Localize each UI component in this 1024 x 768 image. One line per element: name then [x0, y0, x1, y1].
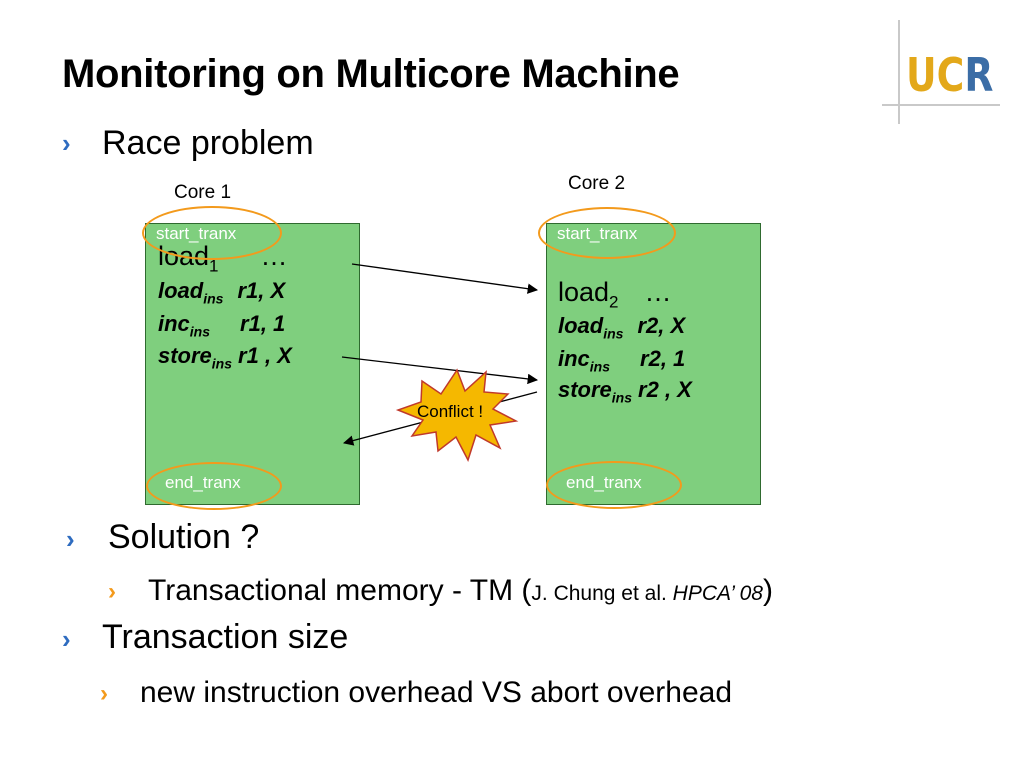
tm-citation-venue: HPCA’ 08 [672, 582, 763, 605]
slide-title: Monitoring on Multicore Machine [62, 52, 680, 96]
bullet-solution: Solution ? [108, 518, 260, 556]
sub-bullet-chevron-icon: › [108, 578, 116, 605]
core1-instr-store: storeins r1 , X [158, 343, 292, 371]
core1-instr-inc-op: inc [158, 311, 190, 336]
core1-instr-inc-args: r1, 1 [240, 311, 286, 336]
logo-divider-vertical [898, 20, 900, 124]
core2-start-highlight [538, 207, 676, 259]
core2-end-highlight [546, 461, 682, 509]
sub-bullet-overhead: new instruction overhead VS abort overhe… [140, 676, 733, 709]
core1-end-highlight [146, 462, 282, 510]
core2-instr-inc-sub: ins [589, 358, 611, 375]
ucr-logo: UCR [906, 48, 993, 102]
bullet-chevron-icon: › [62, 128, 71, 158]
bullet-transaction-size: Transaction size [102, 618, 349, 656]
bullet-chevron-icon: › [62, 624, 71, 654]
core2-instr-inc: incins r2, 1 [558, 346, 685, 374]
logo-letter-u: U [906, 48, 937, 102]
sub-bullet-transactional-memory: Transactional memory - TM (J. Chung et a… [148, 574, 773, 608]
core2-instr-load-args: r2, X [637, 313, 686, 338]
core2-ellipsis: … [644, 277, 672, 307]
core2-instr-store-args: r2 , X [638, 377, 692, 402]
core2-instr-load-op: load [558, 313, 604, 338]
core2-load-text: load [558, 277, 610, 307]
core2-load: load2 … [558, 277, 672, 312]
core2-instr-inc-op: inc [558, 346, 590, 371]
tm-close-paren: ) [762, 574, 773, 607]
tm-citation-authors: J. Chung et al. [531, 582, 673, 605]
conflict-burst-icon [395, 368, 519, 462]
core1-instr-load: loadins r1, X [158, 278, 285, 306]
core2-instr-load-sub: ins [603, 325, 624, 342]
conflict-label: Conflict ! [417, 402, 484, 421]
logo-divider-horizontal [882, 104, 1000, 106]
logo-letter-c: C [936, 48, 965, 102]
core2-instr-store-op: store [558, 377, 612, 402]
core1-instr-inc-sub: ins [189, 323, 211, 340]
logo-letter-r: R [964, 48, 994, 102]
tm-main-text: Transactional memory - TM ( [148, 574, 532, 607]
core1-instr-load-sub: ins [203, 290, 224, 307]
arrow-load-to-core2 [351, 263, 539, 294]
core1-label: Core 1 [174, 182, 232, 203]
bullet-chevron-icon: › [66, 524, 75, 554]
core1-instr-store-op: store [158, 343, 212, 368]
core1-instr-store-args: r1 , X [238, 343, 292, 368]
core2-instr-store: storeins r2 , X [558, 377, 692, 405]
core1-load-sub: 1 [209, 256, 219, 276]
core1-transaction-box [145, 223, 360, 505]
core1-instr-store-sub: ins [211, 355, 233, 372]
core2-instr-store-sub: ins [611, 389, 633, 406]
core2-load-sub: 2 [609, 292, 619, 312]
bullet-race-problem: Race problem [102, 124, 314, 162]
core1-instr-inc: incins r1, 1 [158, 311, 285, 339]
core1-start-highlight [142, 206, 282, 260]
core1-instr-load-op: load [158, 278, 204, 303]
sub-bullet-chevron-icon: › [100, 680, 108, 707]
core2-label: Core 2 [568, 173, 626, 194]
core1-instr-load-args: r1, X [237, 278, 286, 303]
arrow-store-to-core2 [341, 356, 539, 385]
core2-instr-inc-args: r2, 1 [640, 346, 686, 371]
core2-instr-load: loadins r2, X [558, 313, 685, 341]
